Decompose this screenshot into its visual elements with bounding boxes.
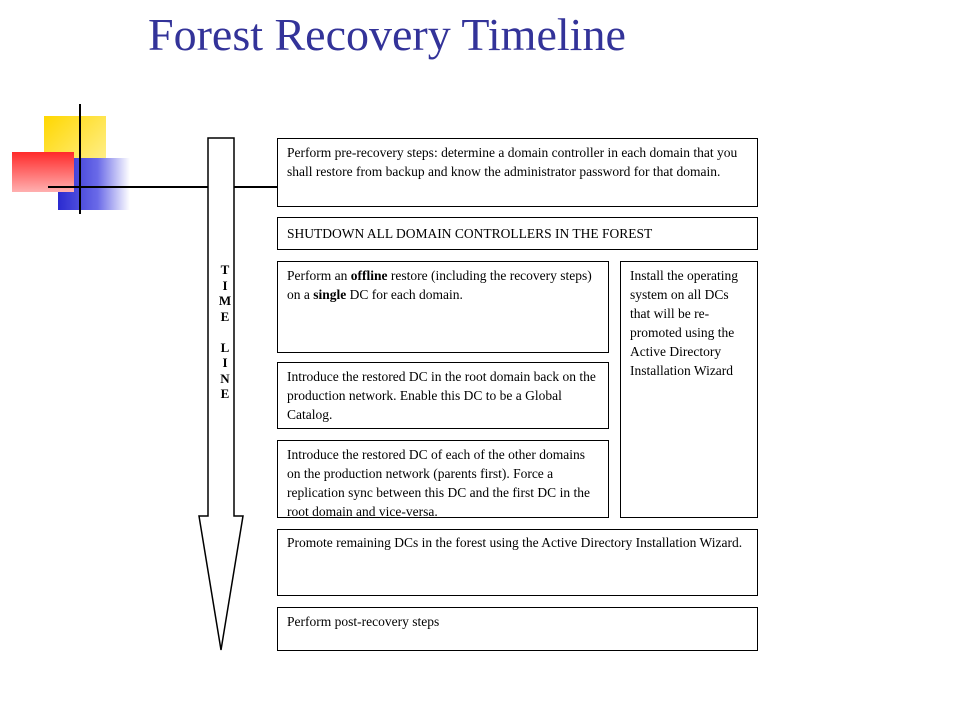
step-pre-recovery: Perform pre-recovery steps: determine a … [277,138,758,207]
step-text-bold: single [313,287,347,302]
step-install-os: Install the operating system on all DCs … [620,261,758,518]
step-shutdown: SHUTDOWN ALL DOMAIN CONTROLLERS IN THE F… [277,217,758,250]
step-text: Install the operating system on all DCs … [630,268,738,378]
timeline-gap [212,324,238,340]
step-introduce-root: Introduce the restored DC in the root do… [277,362,609,429]
decor-red-square [12,152,74,192]
timeline-letter: I [222,277,228,293]
timeline-letter: E [220,308,230,324]
timeline-letter: E [220,386,230,401]
timeline-letter: M [218,293,232,308]
step-text-bold: offline [350,268,388,283]
step-text: Promote remaining DCs in the forest usin… [287,535,743,550]
step-promote-remaining: Promote remaining DCs in the forest usin… [277,529,758,596]
step-text: Perform an [287,268,351,283]
step-offline-restore: Perform an offline restore (including th… [277,261,609,353]
step-text: Perform post-recovery steps [287,614,440,629]
step-text: Introduce the restored DC in the root do… [287,369,596,422]
step-introduce-other: Introduce the restored DC of each of the… [277,440,609,519]
timeline-arrow [198,137,244,651]
step-text: Introduce the restored DC of each of the… [287,447,590,519]
timeline-label: T I M E L I N E [212,262,238,402]
timeline-letter: L [220,339,230,355]
step-text: SHUTDOWN ALL DOMAIN CONTROLLERS IN THE F… [287,226,653,241]
step-text: Perform pre-recovery steps: determine a … [287,145,738,179]
step-text: restore (including the recovery steps) o… [287,268,592,302]
step-post-recovery: Perform post-recovery steps [277,607,758,651]
timeline-letter: T [220,262,230,277]
page-title: Forest Recovery Timeline [148,9,626,60]
timeline-letter: I [222,355,228,370]
decor-horizontal-line [48,186,280,188]
timeline-letter: N [220,370,230,386]
decor-vertical-line [79,104,81,214]
step-text: DC for each domain. [346,287,463,302]
